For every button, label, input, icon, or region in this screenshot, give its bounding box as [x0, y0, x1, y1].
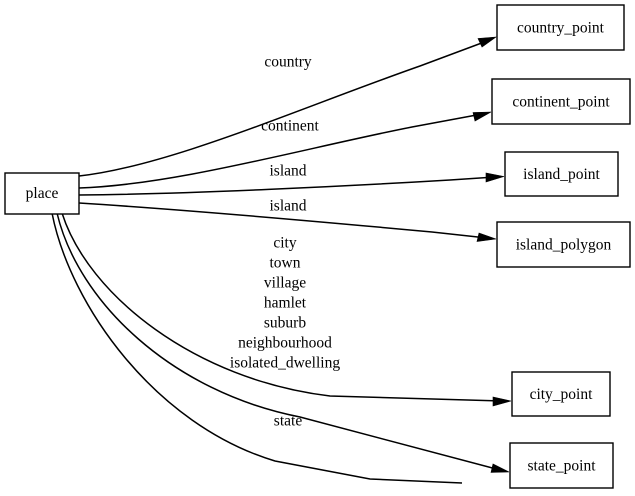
arrowhead-island-point: [485, 172, 505, 183]
edge-path-city: [61, 212, 503, 402]
node-place[interactable]: place: [4, 172, 80, 215]
edge-place-state-point-secondary[interactable]: [51, 212, 463, 484]
edge-place-state-point[interactable]: [56, 212, 510, 473]
node-island-polygon-label: island_polygon: [516, 237, 612, 254]
edge-label-city-line-0: city: [273, 235, 296, 252]
edges-layer: [51, 36, 512, 484]
arrowhead-country-point: [477, 36, 498, 48]
node-continent-point[interactable]: continent_point: [491, 78, 631, 125]
edge-path-island-polygon: [78, 202, 488, 239]
node-country-point[interactable]: country_point: [496, 4, 625, 51]
edge-place-city-point[interactable]: [61, 212, 512, 407]
edge-place-island-polygon[interactable]: [78, 202, 497, 242]
edge-path-state-secondary: [51, 212, 463, 484]
edge-place-continent-point[interactable]: [78, 111, 492, 189]
node-island-point-rect: [504, 151, 619, 197]
edge-path-island-point: [78, 176, 496, 196]
edge-place-country-point[interactable]: [78, 36, 498, 177]
edge-place-island-point[interactable]: [78, 172, 505, 196]
arrowhead-island-polygon: [476, 232, 497, 242]
node-state-point[interactable]: state_point: [509, 442, 614, 489]
edge-label-city-line-6: isolated_dwelling: [230, 355, 340, 372]
edge-label-island-point: island: [269, 163, 306, 180]
nodes-layer: place country_point continent_point isla…: [4, 4, 631, 489]
node-island-point-label: island_point: [523, 166, 600, 183]
arrowhead-state-point: [490, 463, 510, 473]
arrowhead-continent-point: [472, 111, 492, 122]
node-place-label: place: [26, 185, 59, 202]
edge-label-state: state: [274, 413, 303, 430]
node-city-point-label: city_point: [530, 386, 594, 403]
edge-label-city-line-2: village: [264, 275, 306, 292]
node-city-point-rect: [511, 371, 611, 417]
edge-label-city-line-4: suburb: [264, 315, 306, 332]
edge-label-city-line-1: town: [270, 255, 301, 272]
node-continent-point-label: continent_point: [512, 94, 610, 111]
node-country-point-label: country_point: [517, 20, 605, 37]
node-island-polygon[interactable]: island_polygon: [496, 221, 631, 268]
node-island-polygon-rect: [496, 221, 631, 268]
edge-label-city-group: city town village hamlet suburb neighbou…: [230, 235, 340, 372]
node-state-point-rect: [509, 442, 614, 489]
edge-label-continent: continent: [261, 118, 319, 135]
edge-path-country: [78, 40, 488, 177]
node-island-point[interactable]: island_point: [504, 151, 619, 197]
edge-labels-layer: country continent island island city tow…: [230, 54, 340, 430]
node-place-rect: [4, 172, 80, 215]
node-continent-point-rect: [491, 78, 631, 125]
edge-path-state: [56, 212, 501, 471]
node-country-point-rect: [496, 4, 625, 51]
node-state-point-label: state_point: [527, 458, 596, 475]
node-city-point[interactable]: city_point: [511, 371, 611, 417]
edge-label-country: country: [264, 54, 312, 71]
edge-label-city-line-5: neighbourhood: [238, 335, 332, 352]
arrowhead-city-point: [492, 396, 512, 407]
edge-label-city-line-3: hamlet: [264, 295, 307, 312]
edge-path-continent: [78, 113, 483, 189]
edge-label-island-polygon: island: [269, 198, 306, 215]
